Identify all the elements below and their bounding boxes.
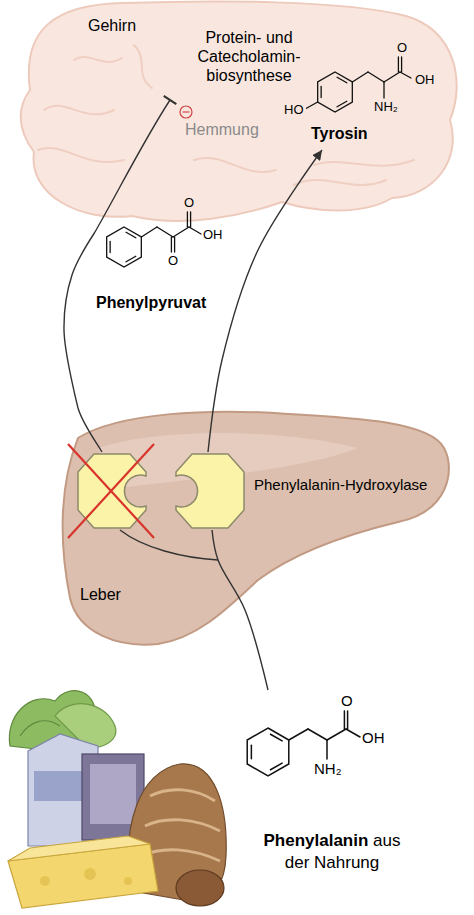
atom-label: O: [395, 40, 409, 56]
double-bond: [344, 711, 346, 729]
inhibition-minus: [183, 111, 190, 112]
single-bond: [400, 72, 411, 78]
molecule-structure: O OH NH₂ Phenylalaninaus der Nahrung: [226, 690, 462, 890]
atom-label: NH₂: [372, 99, 400, 115]
pathway-line: [95, 100, 170, 232]
single-bond: [352, 72, 368, 82]
cheese-hole: [124, 877, 132, 885]
single-bond: [189, 227, 201, 234]
brain-gyrus: [314, 160, 414, 166]
potato: [176, 870, 224, 906]
brain-organ: GehirnProtein- und Catecholamin- biosynt…: [14, 0, 460, 232]
single-bond: [157, 227, 173, 237]
node-outline: [174, 452, 246, 530]
double-bond: [398, 57, 399, 72]
enzyme-shape: Phenylalanin-Hydroxylase: [174, 452, 246, 530]
ring-double-bond: [126, 256, 136, 262]
liver-organ: Leber Phenylalanin-Hydroxylase: [58, 408, 450, 648]
double-bond: [401, 57, 402, 72]
single-bond: [289, 729, 308, 740]
enzyme-shape: [176, 454, 244, 528]
single-bond: [306, 102, 318, 109]
cheese-hole: [84, 868, 96, 880]
single-bond: [383, 82, 384, 98]
brain-gyrus: [134, 45, 152, 88]
double-bond: [190, 212, 191, 227]
pathway-line: [120, 530, 218, 560]
atom-label: HO: [282, 102, 306, 118]
single-bond: [327, 729, 346, 740]
defect-cross: [68, 444, 154, 538]
atom-label: OH: [362, 729, 385, 747]
organ-label: Gehirn: [86, 16, 138, 35]
double-bond: [187, 212, 188, 227]
double-bond: [347, 711, 349, 729]
single-bond: [308, 729, 327, 740]
atom-label: O: [168, 253, 178, 269]
ring-double-bond: [270, 763, 282, 770]
pathway-connector: [64, 232, 95, 408]
single-bond: [346, 729, 360, 737]
bread-crust: [150, 790, 215, 801]
ring-double-bond: [337, 101, 347, 107]
food-illustration: [0, 676, 232, 915]
brain-gyrus: [44, 106, 114, 115]
brain-gyrus: [38, 148, 124, 162]
liver-shape: [63, 412, 449, 645]
benzene-ring: [318, 72, 353, 112]
single-bond: [384, 72, 400, 82]
structure-bonds: [247, 711, 360, 776]
structure-bonds: [107, 212, 201, 267]
single-bond: [173, 227, 189, 237]
cheese-top: [8, 836, 150, 861]
brain-gyrus: [74, 57, 122, 62]
benzene-ring: [247, 728, 289, 776]
atom-label: O: [184, 195, 194, 211]
atom-label: OH: [413, 72, 437, 88]
defect-cross: [68, 444, 154, 538]
bread-crust: [145, 820, 220, 831]
ring-double-bond: [251, 745, 253, 758]
pathway-line: [78, 408, 102, 452]
single-bond: [141, 227, 157, 237]
atom-label: O: [341, 692, 353, 710]
molecule-name: Phenylpyruvat: [96, 293, 206, 312]
double-bond: [171, 237, 172, 252]
brain-shape: [21, 1, 457, 220]
single-bond: [326, 740, 328, 759]
atom-label: OH: [203, 227, 223, 243]
inhibition-label: Hemmung: [183, 120, 261, 139]
molecule-name: Phenylalanin: [263, 831, 368, 850]
process-label: Protein- und Catecholamin- biosynthese: [188, 28, 310, 86]
inhibition-sign: [180, 106, 192, 118]
lettuce-vein: [20, 721, 60, 736]
ring-double-bond: [270, 734, 282, 741]
ring-double-bond: [109, 241, 110, 252]
enzyme-label: Phenylalanin-Hydroxylase: [254, 476, 427, 494]
molecule-name: Tyrosin: [309, 124, 370, 143]
cheese-hole: [40, 876, 50, 886]
text-block: Phenylalaninaus der Nahrung: [252, 830, 412, 874]
ring-double-bond: [337, 77, 347, 83]
ring-double-bond: [320, 86, 321, 97]
organ-label: Leber: [80, 585, 121, 604]
atom-label: NH₂: [314, 760, 342, 778]
single-bond: [368, 72, 384, 82]
double-bond: [174, 237, 175, 252]
molecule-structure: O OH O Phenylpyruvat: [96, 185, 228, 320]
ring-double-bond: [126, 232, 136, 238]
inhibition-bar: [164, 96, 177, 104]
node-outline: [58, 408, 450, 648]
brain-gyrus: [294, 180, 386, 185]
brain-gyrus: [194, 158, 276, 172]
food-box-panel: [90, 764, 136, 824]
bread-crust: [142, 850, 220, 861]
benzene-ring: [107, 227, 142, 267]
